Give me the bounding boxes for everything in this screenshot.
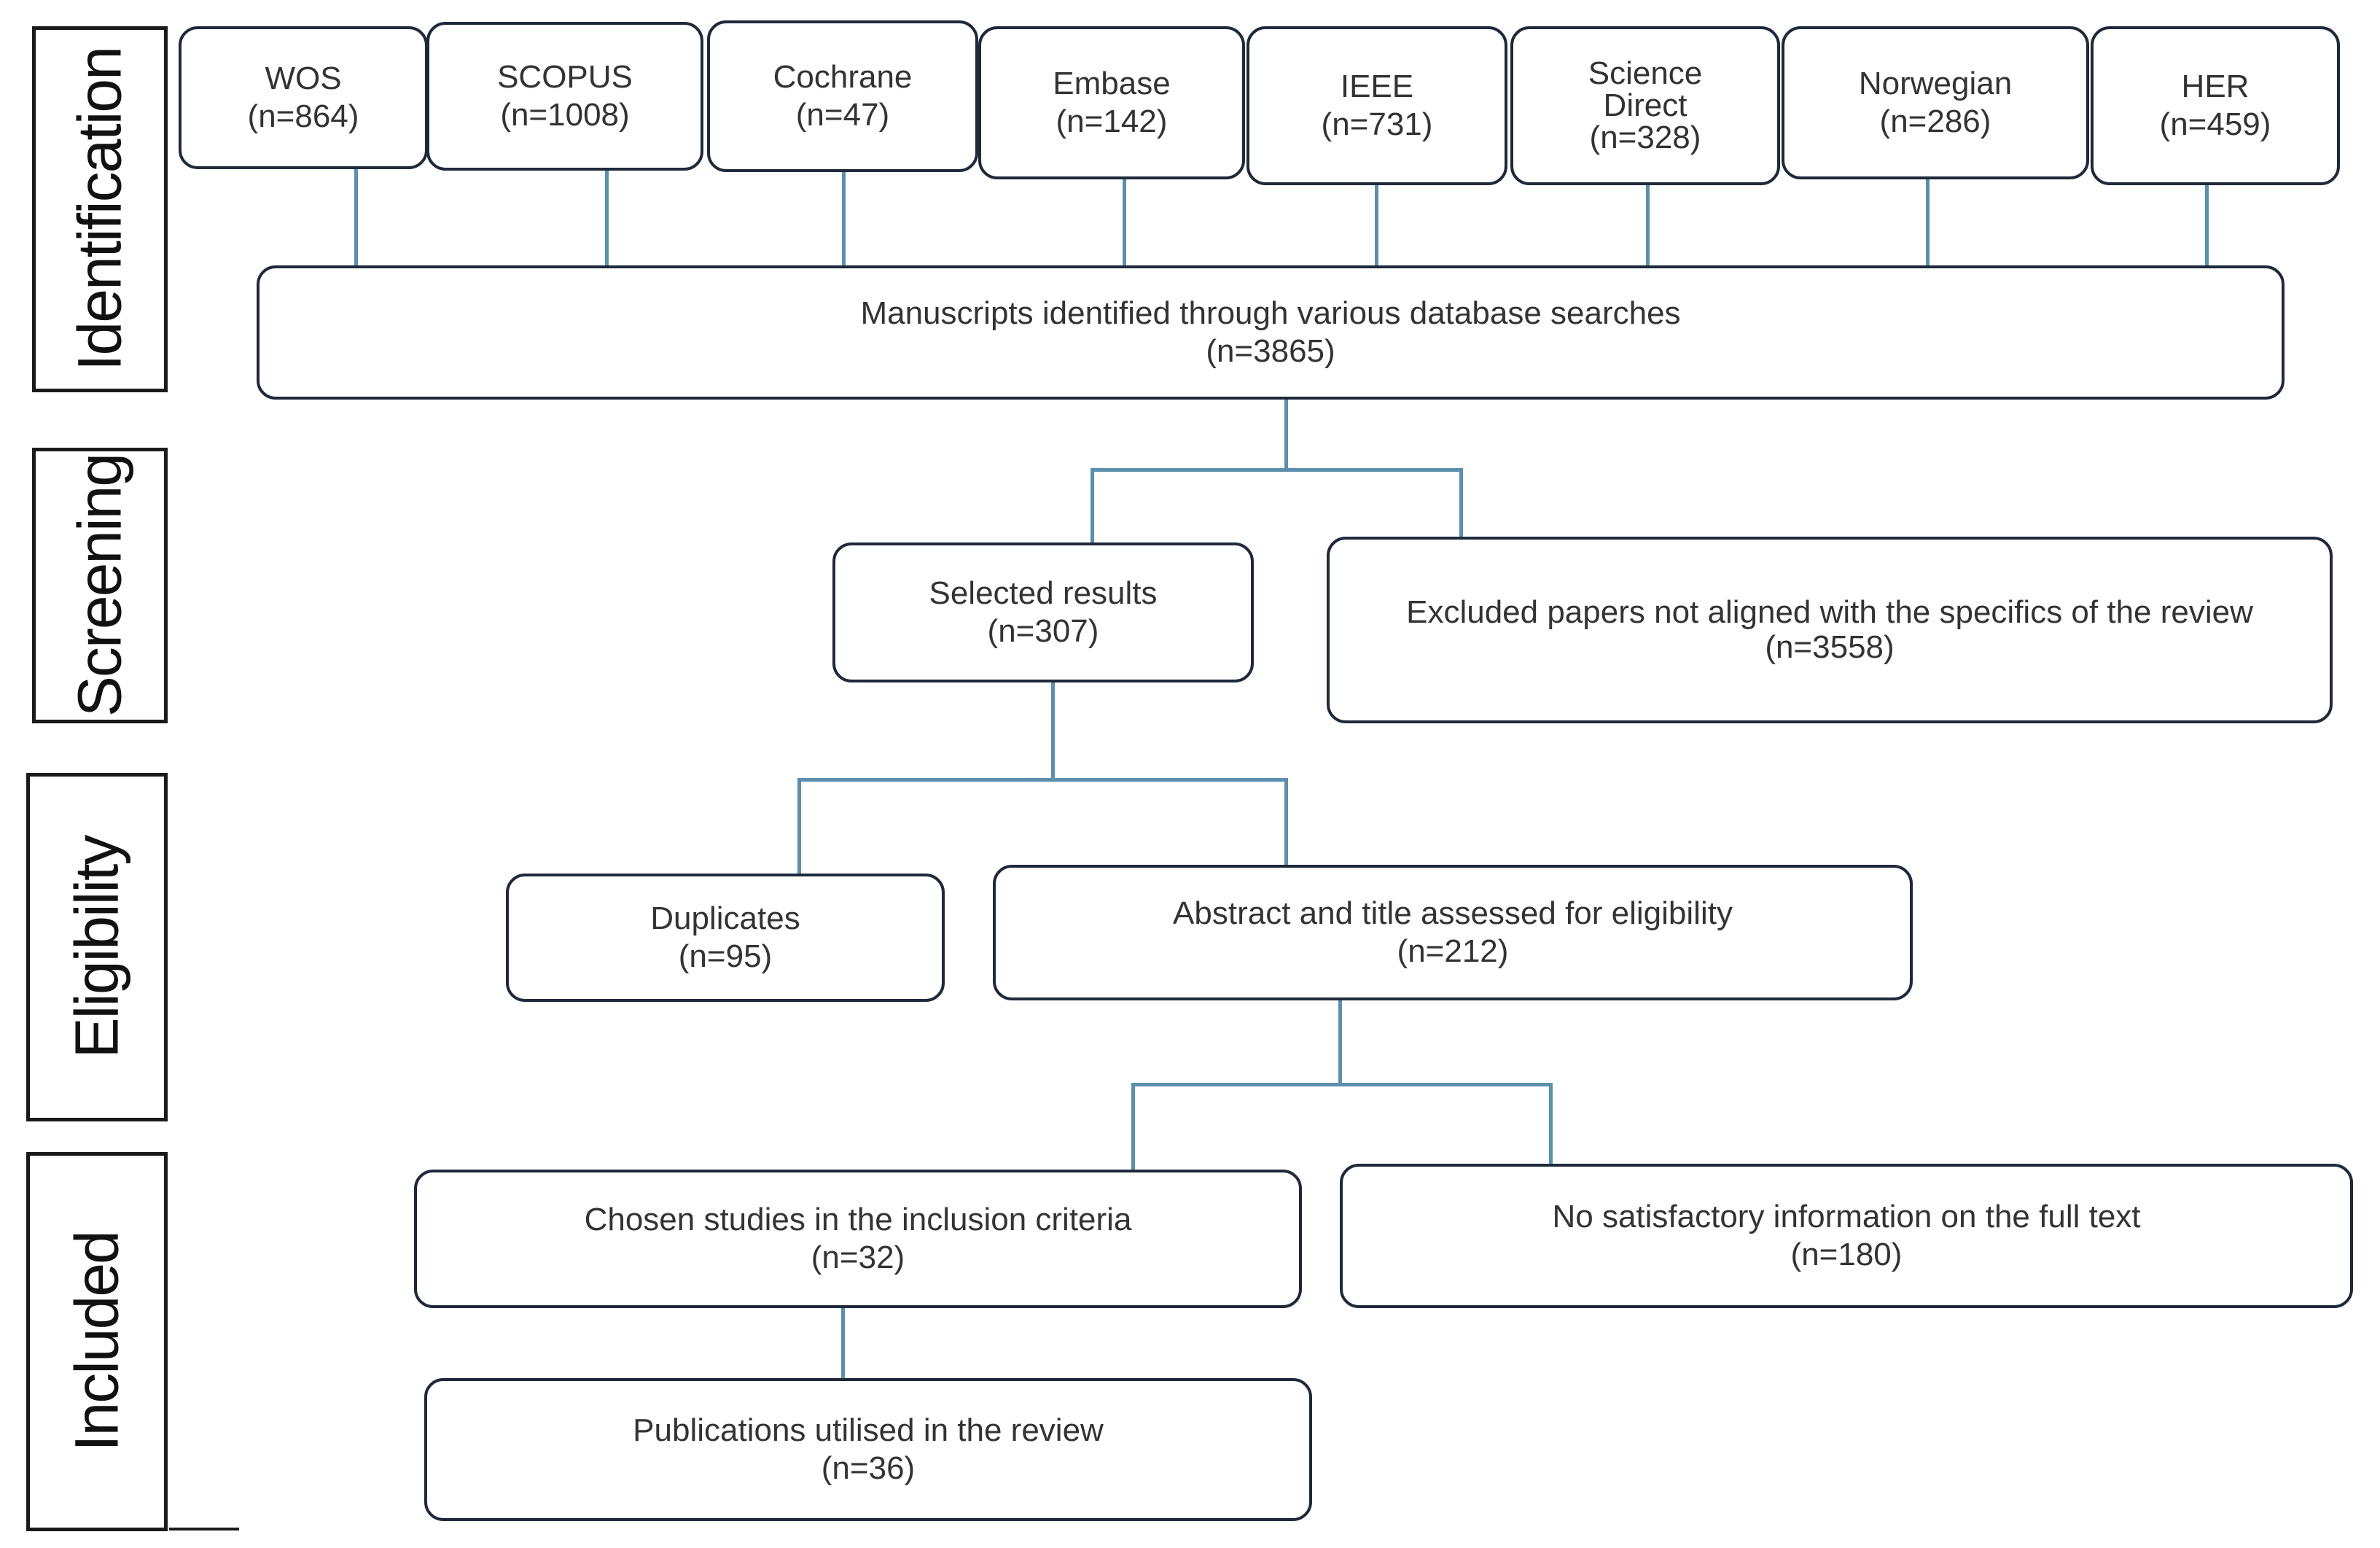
connector-cochrane: [842, 169, 846, 266]
database-count: (n=731): [1321, 106, 1433, 142]
database-count: (n=1008): [500, 97, 630, 133]
database-box-cochrane: Cochrane (n=47): [707, 20, 978, 172]
connector-to-chosen: [1131, 1083, 1135, 1172]
database-box-her: HER (n=459): [2091, 26, 2340, 185]
database-box-scopus: SCOPUS (n=1008): [426, 22, 703, 171]
connector-included-split: [1131, 1083, 1553, 1086]
excluded-box: Excluded papers not aligned with the spe…: [1327, 537, 2333, 723]
identified-count: (n=3865): [1206, 333, 1335, 369]
stage-included: Included: [26, 1152, 168, 1531]
duplicates-count: (n=95): [678, 938, 773, 974]
database-name: HER: [2181, 69, 2250, 104]
connector-to-noinfo: [1549, 1083, 1553, 1164]
database-box-embase: Embase (n=142): [978, 26, 1245, 179]
database-name: IEEE: [1340, 69, 1414, 104]
connector-wos: [354, 168, 358, 266]
connector-sciencedirect: [1646, 184, 1650, 266]
database-count: (n=864): [247, 98, 359, 134]
connector-to-duplicates: [797, 778, 801, 875]
stage-identification-label: Identification: [65, 47, 134, 371]
database-name: WOS: [265, 61, 342, 96]
connector-selected-down: [1051, 682, 1055, 780]
database-name: SCOPUS: [497, 59, 633, 95]
connector-to-selected: [1090, 468, 1094, 544]
database-count: (n=328): [1589, 120, 1701, 155]
connector-scopus: [605, 169, 609, 266]
publications-label: Publications utilised in the review: [633, 1412, 1104, 1448]
stage-eligibility: Eligibility: [26, 773, 168, 1121]
connector-chosen-to-publications: [841, 1305, 845, 1381]
excluded-count: (n=3558): [1765, 629, 1895, 665]
chosen-count: (n=32): [811, 1240, 905, 1275]
chosen-label: Chosen studies in the inclusion criteria: [584, 1202, 1132, 1237]
database-box-sciencedirect: Science Direct (n=328): [1510, 26, 1780, 185]
connector-screening-split: [1090, 468, 1462, 472]
database-name: Norwegian: [1858, 66, 2013, 101]
database-count: (n=286): [1879, 104, 1991, 139]
database-box-wos: WOS (n=864): [179, 26, 428, 169]
connector-eligibility-split: [797, 778, 1287, 782]
duplicates-box: Duplicates (n=95): [506, 874, 945, 1002]
stage-included-label: Included: [62, 1232, 131, 1452]
identified-box: Manuscripts identified through various d…: [257, 265, 2285, 400]
assessed-box: Abstract and title assessed for eligibil…: [993, 865, 1913, 1000]
publications-box: Publications utilised in the review (n=3…: [424, 1378, 1312, 1521]
connector-to-excluded: [1459, 468, 1463, 538]
database-name: Science Direct: [1588, 55, 1703, 123]
database-name: Embase: [1053, 66, 1171, 101]
excluded-label: Excluded papers not aligned with the spe…: [1406, 594, 2253, 630]
connector-norwegian: [1926, 178, 1930, 266]
connector-her: [2205, 184, 2209, 266]
database-name: Cochrane: [773, 59, 913, 95]
publications-count: (n=36): [821, 1450, 916, 1486]
stage-identification: Identification: [32, 26, 168, 392]
baseline-rule: [169, 1528, 239, 1531]
database-box-ieee: IEEE (n=731): [1246, 26, 1507, 185]
selected-box: Selected results (n=307): [832, 542, 1254, 682]
database-count: (n=47): [795, 97, 890, 133]
assessed-label: Abstract and title assessed for eligibil…: [1173, 895, 1733, 931]
no-info-count: (n=180): [1790, 1237, 1903, 1272]
stage-screening-label: Screening: [65, 454, 134, 717]
stage-eligibility-label: Eligibility: [62, 836, 131, 1059]
selected-count: (n=307): [987, 613, 1099, 649]
assessed-count: (n=212): [1397, 933, 1509, 969]
stage-screening: Screening: [32, 448, 168, 723]
connector-identified-down: [1284, 397, 1288, 470]
connector-ieee: [1375, 184, 1378, 266]
database-box-norwegian: Norwegian (n=286): [1782, 26, 2089, 179]
selected-label: Selected results: [929, 575, 1158, 611]
connector-assessed-down: [1338, 999, 1342, 1085]
chosen-box: Chosen studies in the inclusion criteria…: [414, 1170, 1302, 1308]
duplicates-label: Duplicates: [650, 901, 800, 936]
identified-label: Manuscripts identified through various d…: [860, 295, 1681, 331]
database-count: (n=142): [1056, 104, 1168, 139]
database-count: (n=459): [2159, 106, 2271, 142]
connector-embase: [1123, 178, 1126, 266]
no-info-box: No satisfactory information on the full …: [1340, 1164, 2353, 1308]
no-info-label: No satisfactory information on the full …: [1552, 1199, 2141, 1234]
connector-to-assessed: [1284, 778, 1288, 867]
